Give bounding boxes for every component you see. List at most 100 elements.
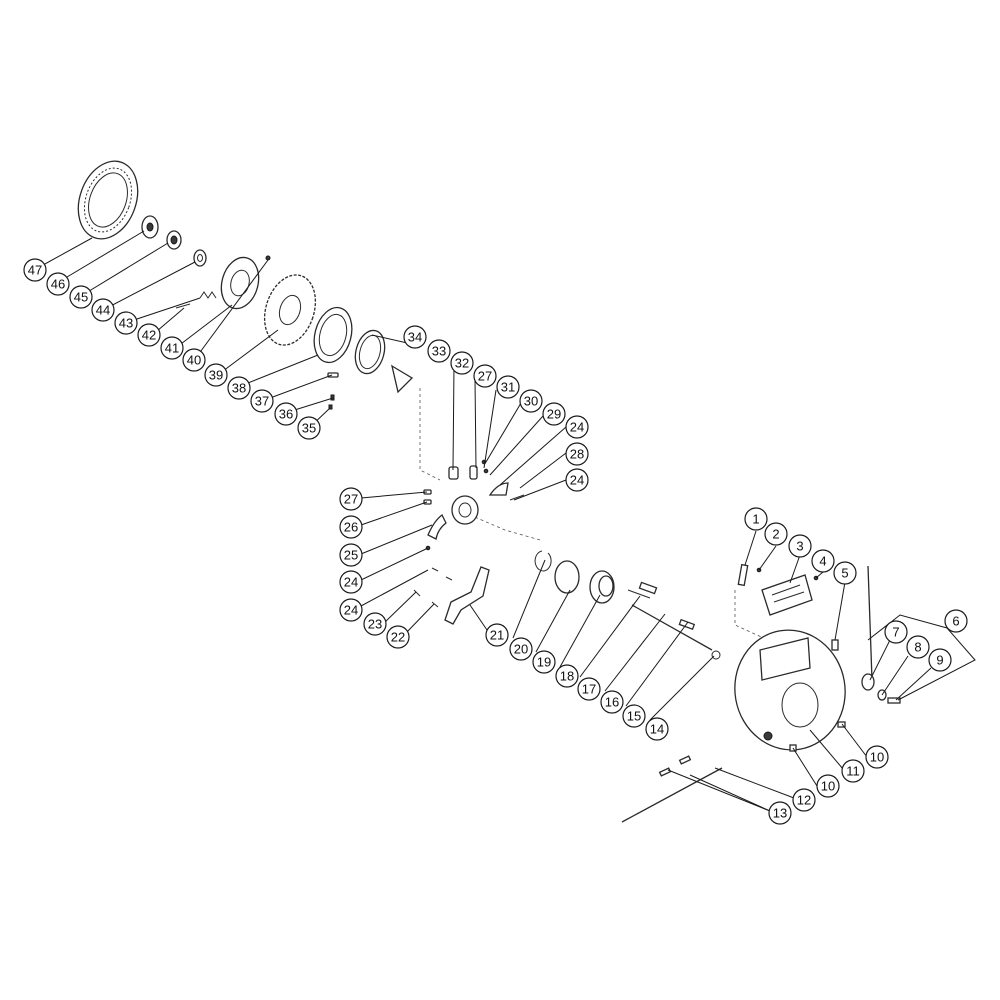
- callout-23: 23: [363, 612, 387, 636]
- callout-bubbles: 1 2 3 4 5 6 7 8 9 10 10 11 12 13 14 15 1…: [23, 258, 968, 825]
- callout-30: 30: [519, 389, 543, 413]
- svg-text:45: 45: [74, 290, 88, 305]
- svg-text:10: 10: [870, 750, 884, 765]
- svg-text:14: 14: [650, 722, 664, 737]
- callout-34: 34: [403, 325, 427, 349]
- friction-disc-34: [354, 329, 386, 375]
- svg-text:25: 25: [344, 548, 358, 563]
- fitting-10-a: [837, 721, 846, 728]
- callout-2: 2: [764, 522, 788, 546]
- callout-7: 7: [884, 620, 908, 644]
- svg-text:26: 26: [344, 520, 358, 535]
- svg-text:31: 31: [501, 380, 515, 395]
- callout-38: 38: [227, 376, 251, 400]
- svg-text:43: 43: [119, 316, 133, 331]
- svg-text:44: 44: [96, 303, 110, 318]
- callout-35: 35: [297, 416, 321, 440]
- svg-text:37: 37: [255, 394, 269, 409]
- svg-text:7: 7: [892, 625, 899, 640]
- callout-11: 11: [841, 759, 865, 783]
- callout-24-b: 24: [339, 570, 363, 594]
- svg-text:30: 30: [524, 394, 538, 409]
- svg-text:24: 24: [344, 603, 358, 618]
- callout-27-b: 27: [473, 364, 497, 388]
- hub-40: [220, 255, 271, 310]
- callout-29: 29: [542, 402, 566, 426]
- svg-text:18: 18: [560, 669, 574, 684]
- callout-5: 5: [833, 561, 857, 585]
- svg-text:3: 3: [796, 539, 803, 554]
- callout-8: 8: [906, 635, 930, 659]
- bearing-18: [589, 570, 615, 604]
- callout-26: 26: [339, 515, 363, 539]
- callout-28: 28: [565, 442, 589, 466]
- svg-text:24: 24: [570, 473, 584, 488]
- spring-43: [199, 291, 217, 299]
- callout-31: 31: [496, 375, 520, 399]
- callout-10-a: 10: [865, 745, 889, 769]
- callout-15: 15: [622, 704, 646, 728]
- callout-12: 12: [792, 788, 816, 812]
- callout-47: 47: [23, 258, 47, 282]
- callout-6: 6: [944, 609, 968, 633]
- callout-21: 21: [485, 623, 509, 647]
- washer-44: [193, 249, 207, 267]
- svg-text:1: 1: [752, 512, 759, 527]
- svg-text:32: 32: [455, 356, 469, 371]
- svg-text:10: 10: [821, 779, 835, 794]
- svg-text:12: 12: [797, 793, 811, 808]
- fitting-5: [831, 639, 839, 651]
- svg-text:6: 6: [952, 614, 959, 629]
- callout-39: 39: [204, 363, 228, 387]
- svg-text:4: 4: [819, 554, 826, 569]
- svg-text:29: 29: [547, 407, 561, 422]
- pinion-shaft-group: [627, 581, 721, 660]
- bearing-45: [166, 230, 182, 250]
- shift-fork-group: [413, 459, 525, 608]
- svg-text:27: 27: [344, 492, 358, 507]
- triangle-spring-33: [391, 364, 414, 394]
- svg-text:42: 42: [142, 328, 156, 343]
- seal-19: [554, 560, 580, 594]
- svg-text:24: 24: [570, 420, 584, 435]
- svg-text:22: 22: [391, 630, 405, 645]
- lever-assembly-6: [861, 565, 901, 704]
- svg-text:8: 8: [914, 640, 921, 655]
- svg-text:35: 35: [302, 421, 316, 436]
- nameplate-3: [761, 574, 813, 616]
- callout-37: 37: [250, 389, 274, 413]
- callout-3: 3: [788, 534, 812, 558]
- svg-text:23: 23: [368, 617, 382, 632]
- callout-24-c: 24: [565, 468, 589, 492]
- callout-24-a: 24: [339, 598, 363, 622]
- callout-45: 45: [69, 285, 93, 309]
- callout-24-d: 24: [565, 415, 589, 439]
- lower-shaft-12: [621, 755, 723, 823]
- svg-text:13: 13: [773, 806, 787, 821]
- svg-text:2: 2: [772, 527, 779, 542]
- callout-42: 42: [137, 323, 161, 347]
- svg-text:34: 34: [408, 330, 422, 345]
- callout-13: 13: [768, 801, 792, 825]
- svg-text:41: 41: [165, 341, 179, 356]
- callout-33: 33: [427, 339, 451, 363]
- svg-text:39: 39: [209, 368, 223, 383]
- svg-text:36: 36: [279, 407, 293, 422]
- snap-ring-20: [534, 550, 552, 572]
- svg-text:27: 27: [478, 369, 492, 384]
- screw-36: [330, 394, 335, 401]
- callout-10-b: 10: [816, 774, 840, 798]
- callout-1: 1: [744, 507, 768, 531]
- callout-19: 19: [532, 650, 556, 674]
- callout-16: 16: [600, 690, 624, 714]
- svg-text:19: 19: [537, 655, 551, 670]
- svg-text:17: 17: [582, 682, 596, 697]
- parts-layer: [77, 160, 901, 823]
- bearing-46: [141, 215, 159, 239]
- callout-4: 4: [811, 549, 835, 573]
- drive-housing-11: [734, 629, 846, 751]
- svg-text:9: 9: [936, 653, 943, 668]
- svg-text:38: 38: [232, 381, 246, 396]
- svg-text:20: 20: [514, 642, 528, 657]
- svg-text:5: 5: [841, 566, 848, 581]
